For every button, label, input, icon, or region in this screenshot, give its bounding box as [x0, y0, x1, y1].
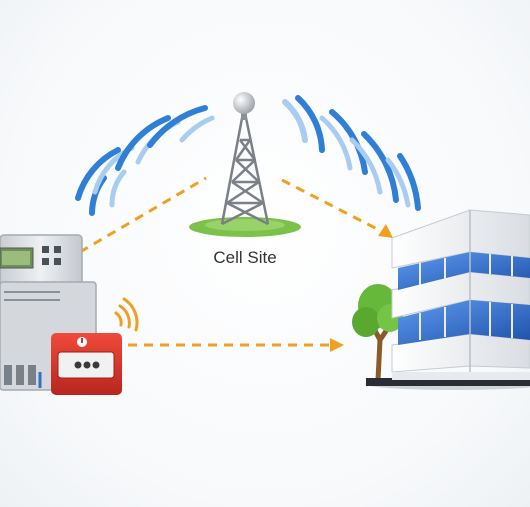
arrow-panel-to-tower: [79, 176, 207, 254]
tree-icon: [352, 284, 403, 383]
alarm-signal-icon: [114, 297, 139, 332]
cell-tower-icon: [189, 92, 301, 237]
arrow-alarm-to-building: [128, 338, 344, 352]
fire-alarm-icon: [51, 333, 122, 395]
building-icon: [365, 209, 530, 390]
cell-site-label: Cell Site: [213, 248, 277, 267]
signal-waves-left: [75, 105, 215, 216]
signal-waves-right: [282, 95, 421, 211]
arrow-tower-to-building: [281, 178, 393, 238]
